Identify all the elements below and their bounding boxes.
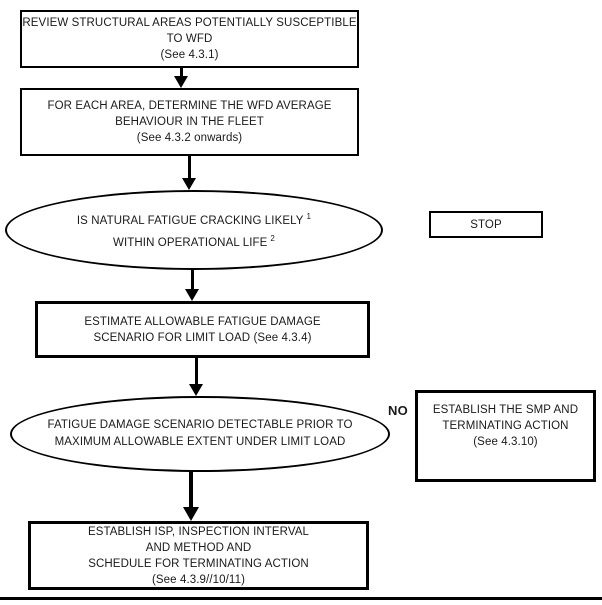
process-estimate-allowable-damage: ESTIMATE ALLOWABLE FATIGUE DAMAGE SCENAR… xyxy=(35,301,370,358)
footnote-1-marker: 1 xyxy=(306,212,312,221)
footnote-2-marker: 2 xyxy=(270,234,275,243)
decision-cracking-line-1-text: IS NATURAL FATIGUE CRACKING LIKELY xyxy=(76,215,304,227)
decision-detectable-line-1: FATIGUE DAMAGE SCENARIO DETECTABLE PRIOR… xyxy=(47,419,353,431)
page-bottom-rule xyxy=(0,597,602,600)
process-estimate-line-2: SCENARIO FOR LIMIT LOAD (See 4.3.4) xyxy=(93,331,312,344)
edge-label-no: NO xyxy=(388,403,408,418)
arrow-cracking-decision-to-estimate xyxy=(184,268,200,301)
arrow-head-icon xyxy=(183,507,199,521)
decision-cracking-line-2-text: WITHIN OPERATIONAL LIFE xyxy=(113,237,268,249)
arrow-head-icon xyxy=(189,384,203,396)
process-establish-isp: ESTABLISH ISP, INSPECTION INTERVAL AND M… xyxy=(28,521,369,590)
process-smp-line-2: TERMINATING ACTION xyxy=(442,420,569,432)
process-isp-line-2: AND METHOD AND xyxy=(145,541,252,554)
process-determine-line-1: FOR EACH AREA, DETERMINE THE WFD AVERAGE xyxy=(47,100,332,112)
arrow-head-icon xyxy=(174,76,188,88)
arrow-estimate-to-detectable-decision xyxy=(188,358,204,396)
process-review-line-2: TO WFD xyxy=(166,33,213,45)
arrow-head-icon xyxy=(185,289,199,301)
process-estimate-line-1: ESTIMATE ALLOWABLE FATIGUE DAMAGE xyxy=(84,315,321,328)
process-determine-line-2: BEHAVIOUR IN THE FLEET xyxy=(115,116,264,128)
stop-label: STOP xyxy=(470,218,502,231)
process-isp-line-3: SCHEDULE FOR TERMINATING ACTION xyxy=(88,557,309,570)
terminator-stop: STOP xyxy=(429,211,543,238)
arrow-shaft xyxy=(190,268,194,289)
arrow-shaft xyxy=(187,156,191,178)
process-review-line-1: REVIEW STRUCTURAL AREAS POTENTIALLY SUSC… xyxy=(22,17,357,29)
arrow-shaft xyxy=(189,472,193,507)
arrow-shaft xyxy=(194,358,198,384)
process-establish-smp: ESTABLISH THE SMP AND TERMINATING ACTION… xyxy=(415,390,596,482)
decision-detectable-line-2: MAXIMUM ALLOWABLE EXTENT UNDER LIMIT LOA… xyxy=(54,436,346,448)
process-isp-line-1: ESTABLISH ISP, INSPECTION INTERVAL xyxy=(87,525,310,538)
decision-damage-scenario-detectable: FATIGUE DAMAGE SCENARIO DETECTABLE PRIOR… xyxy=(10,396,390,472)
process-smp-line-1: ESTABLISH THE SMP AND xyxy=(432,404,579,416)
process-determine-wfd-behaviour: FOR EACH AREA, DETERMINE THE WFD AVERAGE… xyxy=(20,88,359,156)
arrow-detectable-decision-to-isp xyxy=(183,472,199,521)
process-determine-line-3: (See 4.3.2 onwards) xyxy=(136,132,243,144)
process-smp-line-3: (See 4.3.10) xyxy=(473,436,538,448)
arrow-review-to-determine xyxy=(173,68,189,88)
process-review-structural-areas: REVIEW STRUCTURAL AREAS POTENTIALLY SUSC… xyxy=(20,10,359,68)
process-review-line-3: (See 4.3.1) xyxy=(160,49,219,61)
arrow-head-icon xyxy=(182,178,196,190)
arrow-determine-to-cracking-decision xyxy=(181,156,197,190)
process-isp-line-4: (See 4.3.9//10/11) xyxy=(151,573,245,586)
arrow-shaft xyxy=(179,68,183,76)
